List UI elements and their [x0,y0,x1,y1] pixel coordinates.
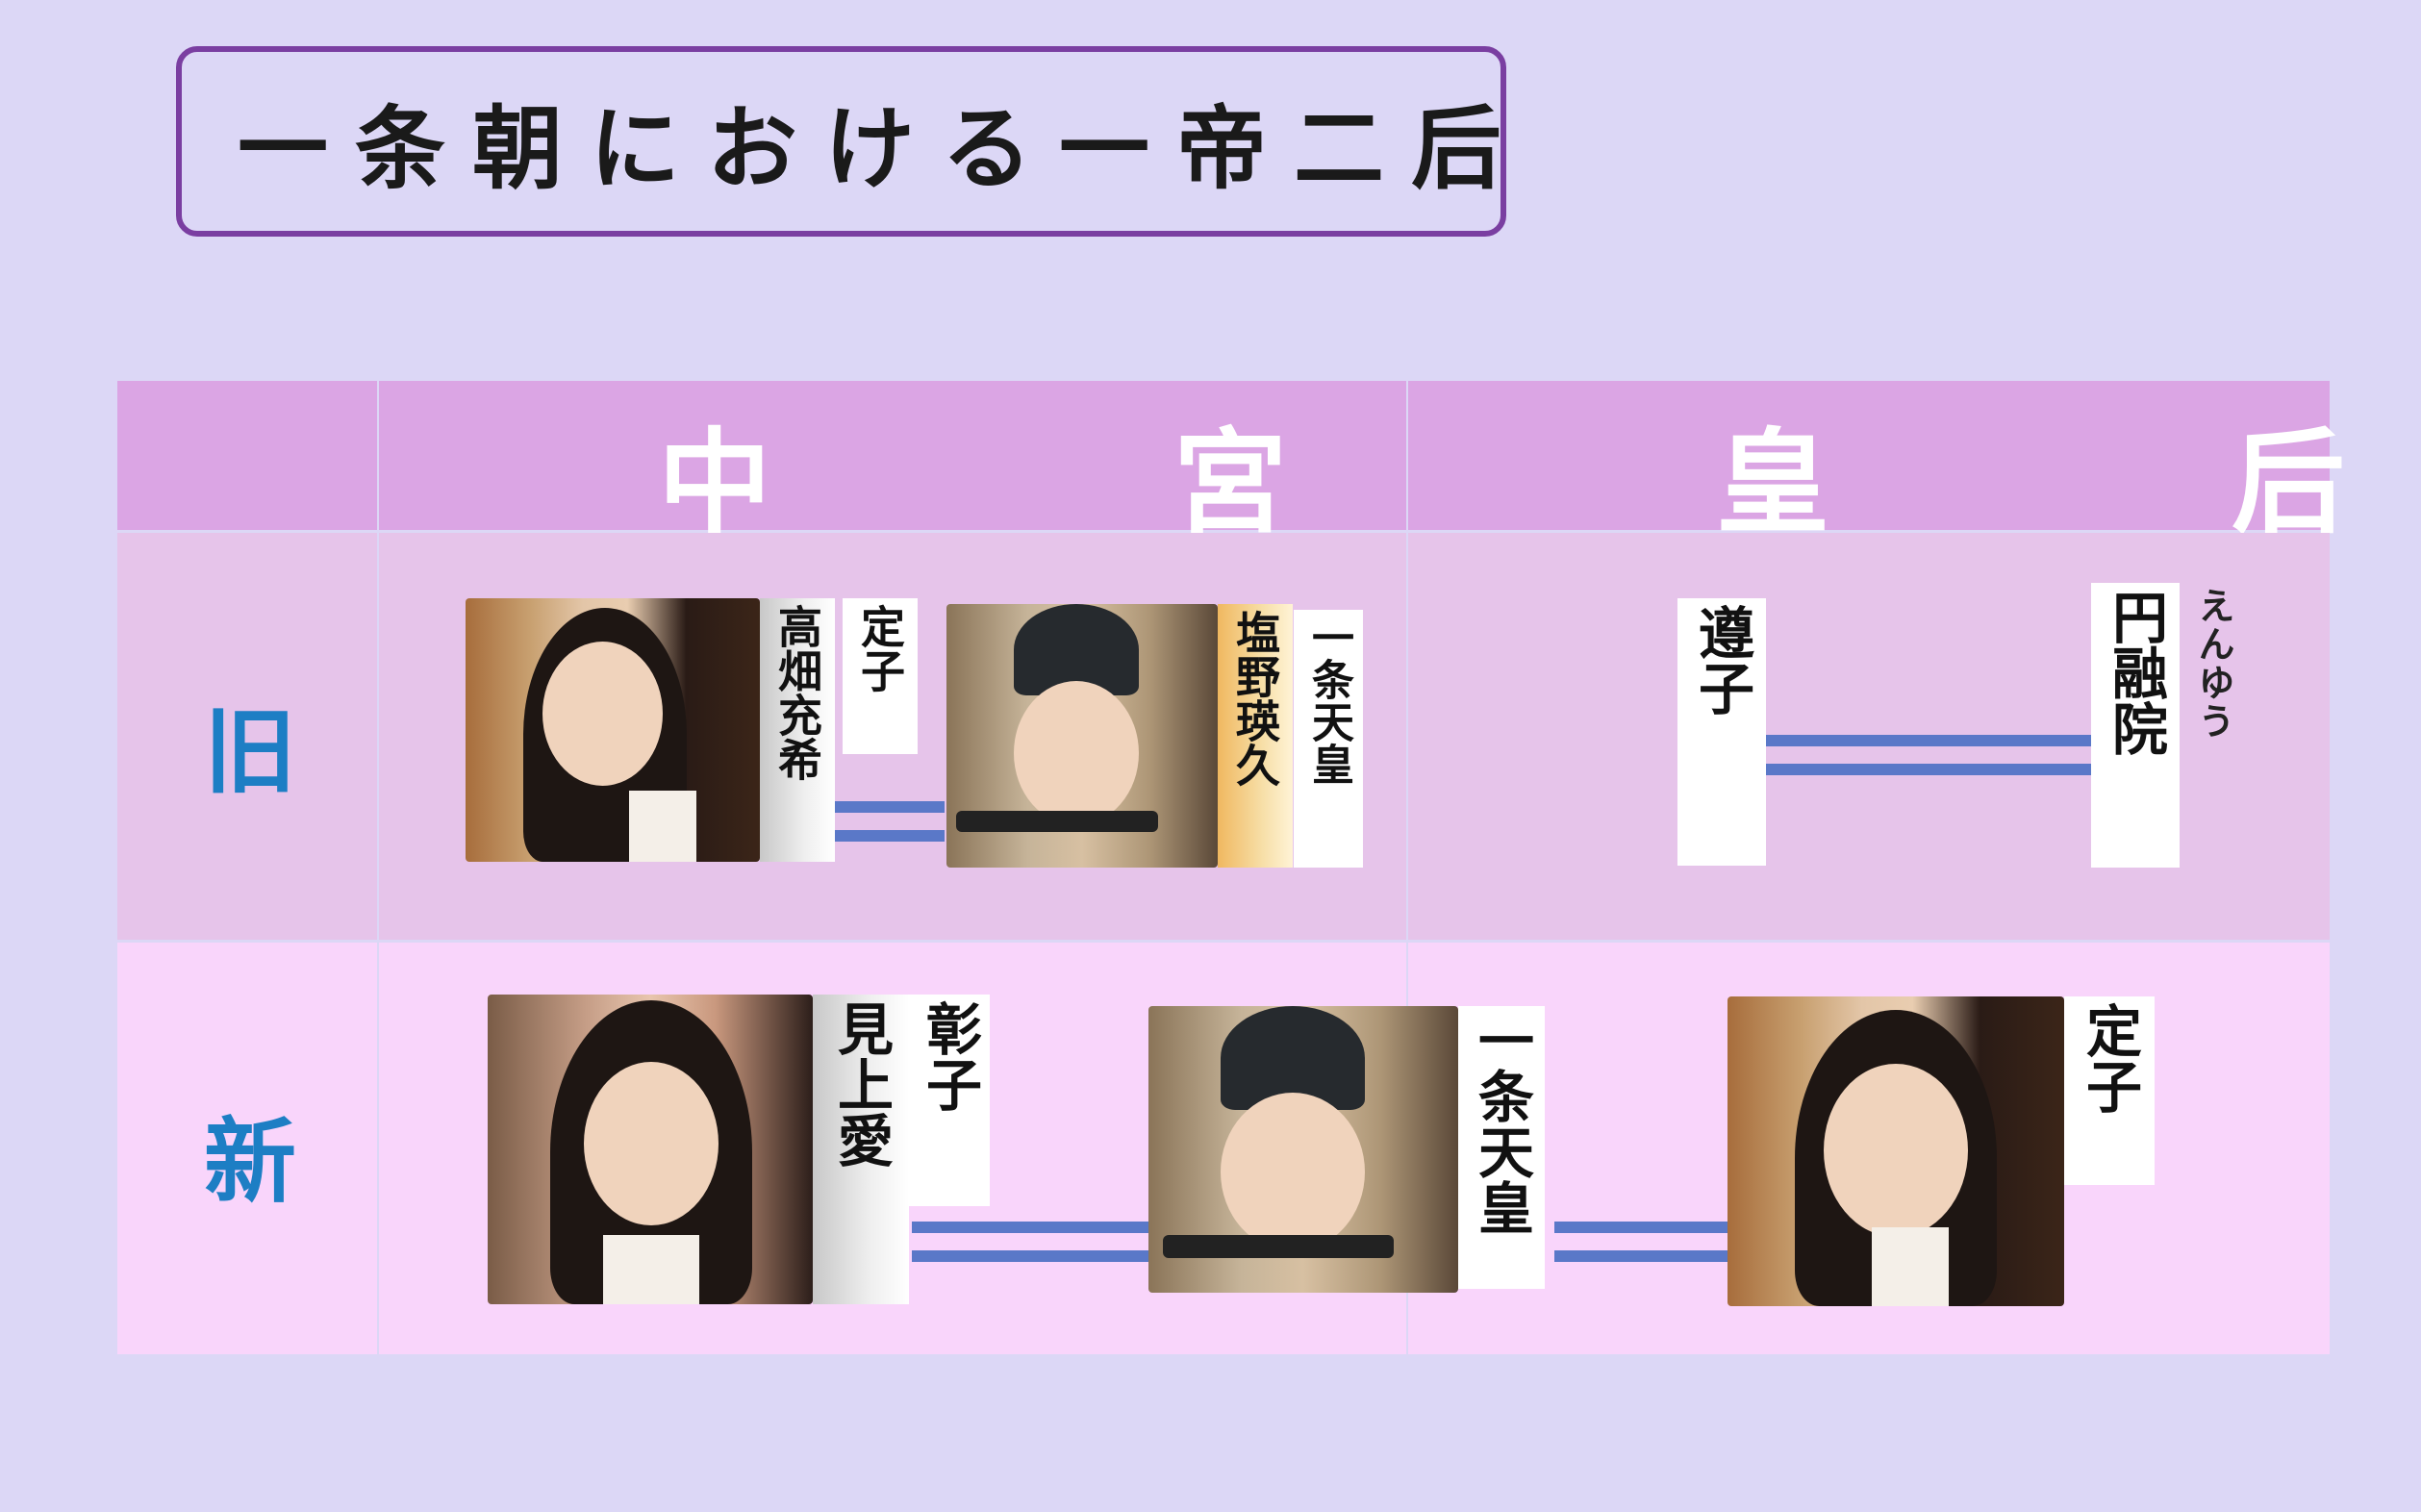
robe [603,1235,699,1304]
row-old-label: 旧 [204,698,296,806]
header-kogo-label: 皇 后 [1716,416,2421,549]
flute [956,811,1158,832]
marriage-line-old-kogo [1766,735,2091,775]
emperor-name-old-kogo: 円融院 [2091,583,2180,868]
actress-name-old-chugu: 高畑充希 [760,598,835,862]
row-old-label-cell: 旧 [117,533,377,940]
role-name-new-kogo: 定子 [2064,996,2155,1185]
header-chugu: 中 宮 [379,381,1406,549]
face [1824,1064,1968,1237]
title-box: 一条朝における一帝二后 [176,46,1506,237]
emperor-ruby-old-kogo: えんゆう [2192,587,2234,741]
face [1221,1093,1365,1251]
marriage-line-new-kogo [1554,1222,1727,1262]
empress-name-old-kogo: 遵子 [1677,598,1766,866]
header-chugu-label: 中 宮 [658,416,1432,549]
marriage-line-old-chugu [835,801,945,842]
photo-teishi-new [1727,996,2064,1306]
emperor-name-old-chugu: 一条天皇 [1294,610,1363,868]
flute [1163,1235,1394,1258]
role-name-new-chugu: 彰子 [909,995,990,1206]
face [542,642,663,786]
robe [629,791,696,862]
row-new-label: 新 [204,1108,296,1216]
actor-name-old-chugu: 塩野瑛久 [1218,604,1293,868]
photo-emperor-new [1148,1006,1458,1293]
actress-name-new-chugu: 見上愛 [813,995,909,1304]
face [584,1062,719,1225]
header-corner [117,381,377,530]
row-new-label-cell: 新 [117,943,377,1354]
photo-emperor-old [946,604,1218,868]
robe [1872,1227,1949,1306]
photo-teishi-old [466,598,760,862]
face [1014,681,1139,825]
header-kogo: 皇 后 [1408,381,2345,549]
photo-shoshi [488,995,813,1304]
page-title: 一条朝における一帝二后 [238,96,1529,202]
emperor-name-new-chugu: 一条天皇 [1458,1006,1545,1289]
role-name-old-chugu: 定子 [843,598,918,754]
eboshi [1014,604,1139,695]
marriage-line-new-chugu [912,1222,1148,1262]
